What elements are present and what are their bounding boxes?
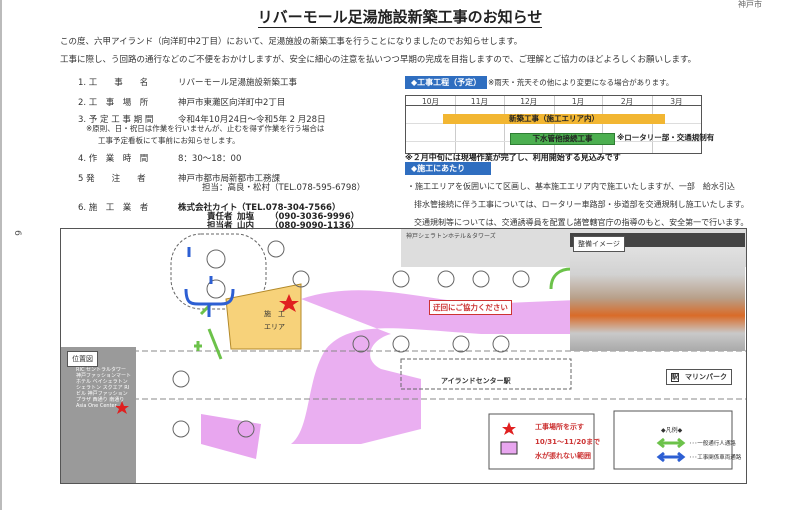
contact-name: 山内 [237,221,255,231]
detail-label: 1. 工 事 名 [78,78,149,88]
rendering-image: 整備イメージ [570,233,745,351]
month-header: 12月 [520,97,538,106]
detail-value: 神戸市都市局新都市工務課 [178,174,281,184]
detail-label: 2. 工 事 場 所 [78,98,149,108]
page-number: 6 [11,230,22,236]
place-label: Asia One Center [76,403,117,409]
location-map-label: 位置図 [67,351,98,367]
task-bar-construction: 新築工事（施工エリア内） [443,114,665,124]
header-org: 神戸市 [738,0,762,9]
month-header: 2月 [620,97,634,106]
detail-label: 6. 施 工 業 者 [78,203,149,213]
legend-blue-text: ･･･工事関係車両通路 [689,455,742,461]
site-star-icon [279,294,299,312]
detail-note: ※原則、日・祝日は作業を行いませんが、止むを得ず作業を行う場合は [86,124,325,133]
month-header: 1月 [571,97,585,106]
place-label: ホテル ベイシェラトン [76,379,128,385]
detail-note: 工事予定看板にて事前にお知らせします。 [98,136,240,145]
detour-notice: 迂回にご協力ください [429,300,512,315]
company-tel: （TEL.078-304-7566） [237,203,341,213]
place-label: 神戸ファッションマート [76,373,132,379]
legend-site-text: 工事場所を示す [535,423,584,431]
construction-label: ◆施工にあたり [405,162,491,175]
detail-label: 4. 作 業 時 間 [78,154,149,164]
detail-sub: 担当：高良・松村（TEL.078-595-6798） [202,183,366,193]
page-edge [0,0,2,510]
contact-name: 加塩 [237,212,255,222]
location-star-icon [115,401,129,414]
schedule-label: ◆工事工程（予定） [405,76,488,89]
marine-park-label: 駅マリンパーク [666,369,733,385]
construction-line: 排水管接続に伴う工事については、ロータリー車路部・歩道部を交通規制し施工いたしま… [414,200,749,209]
task-bar-sewer: 下水管他接続工事 [510,133,615,145]
legend-pink-swatch [500,441,518,455]
rotary [170,233,267,310]
green-arrow [549,267,572,290]
task-note: ※ロータリー部・交通規制有 [617,133,715,142]
place-label: 南通り [109,397,125,403]
contact-tel: （090-3036-9996） [270,212,360,222]
contact-role: 責任者 [207,212,233,222]
detail-label: 5 発 注 者 [78,174,146,184]
place-label: RIビル [76,385,130,397]
legend-pink-text: 水が張れない範囲 [535,452,591,460]
site-map: 神戸シェラトンホテル＆タワーズ 施 工 エリア 迂回にご協力ください アイランド… [60,228,747,484]
detail-label: 3. 予 定 工 事 期 間 [78,115,154,125]
month-header: 11月 [470,97,488,106]
legend-blue-arrow-icon [656,451,686,463]
legend-box-right [613,410,733,470]
hotel-label: 神戸シェラトンホテル＆タワーズ [406,233,496,240]
detail-value: 神戸市東灘区向洋町中2丁目 [178,98,286,108]
company-name: 株式会社カイト [178,203,238,213]
pink-area [291,290,601,444]
blue-arrow [187,247,213,284]
work-area [225,283,302,350]
intro-line: 工事に際し、う回路の通行などのご不便をおかけしますが、安全に細心の注意を払いつつ… [60,55,697,65]
detail-value: 令和4年10月24日～令和5年 2 月28日 [178,115,326,125]
green-cross-arrow [194,341,202,351]
place-label: 神戸ファッションプラザ [76,391,128,403]
work-area-label: 施 工 [264,310,285,318]
station-label: アイランドセンター駅 [441,377,511,385]
place-label: 西通り [92,397,108,403]
construction-line: ・施工エリアを仮囲いにて区画し、基本施工エリア内で施工いたしますが、一部 給水引… [407,182,735,191]
image-label: 整備イメージ [573,236,625,252]
legend-green-arrow-icon [656,437,686,449]
schedule-footnote: ※２月中旬には現場作業が完了し、利用開始する見込みです [405,153,621,162]
marine-park-text: マリンパーク [685,373,728,381]
station-icon: 駅 [671,373,680,382]
page-title: リバーモール足湯施設新築工事のお知らせ [257,8,543,28]
detail-value: リバーモール足湯施設新築工事 [178,78,298,88]
gantt-chart: 10月 11月 12月 1月 2月 3月 新築工事（施工エリア内） 下水管他接続… [405,95,714,154]
intro-line: この度、六甲アイランド（向洋町中2丁目）において、足湯施設の新築工事を行うことに… [60,37,523,47]
blue-arrow [184,288,235,317]
contact-role: 担当者 [207,221,233,231]
location-map-labels: RIC セントラルタワー 神戸ファッションマート ホテル ベイシェラトン シェラ… [76,367,131,409]
location-map [61,347,136,483]
place-label: RIC セントラルタワー [76,367,127,373]
place-label: シェラトン スクエア [76,385,123,391]
pink-area-small [201,414,261,459]
month-header: 3月 [670,97,683,106]
legend-pink-text: 10/31～11/20まで [535,438,601,446]
legend-title: ◆凡例◆ [661,427,683,434]
green-arrow [199,302,223,360]
legend-star-icon [502,422,516,435]
station-box [400,358,572,390]
contact-tel: （080-9090-1136） [270,221,360,231]
month-header: 10月 [421,97,439,106]
legend-green-text: ･･･一般通行人通路 [689,441,736,447]
schedule-note: ※雨天・荒天その他により変更になる場合があります。 [488,78,674,87]
detail-value: 8：30～18：00 [178,154,242,164]
construction-line: 交通規制等については、交通誘導員を配置し諸管轄官庁の指導のもと、安全第一で行いま… [414,218,749,227]
work-area-label: エリア [264,323,285,331]
